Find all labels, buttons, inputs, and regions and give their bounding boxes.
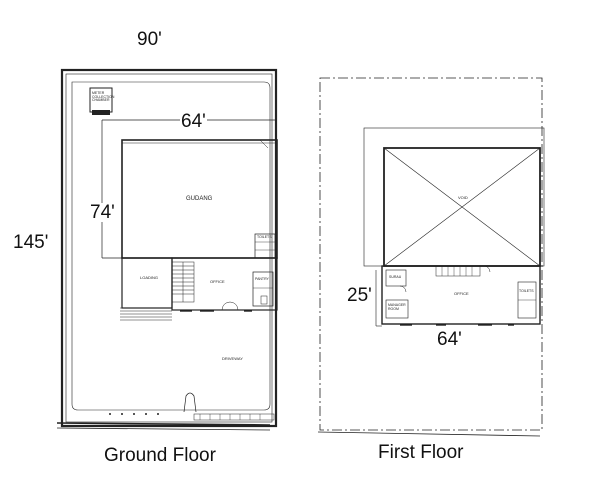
meter-chamber [89,87,113,115]
room-label-gudang: GUDANG [186,196,213,202]
plot-width-dimension: 90' [136,29,163,50]
room-label-loading: LOADING [140,275,159,280]
first-floor-void [383,147,541,267]
room-label-pantry: PANTRY [255,277,269,281]
room-label-toilet-first: TOILETS [519,289,534,293]
ground-office [171,257,278,311]
loading-bay [120,257,173,321]
room-label-driveway: DRIVEWAY [222,356,243,361]
room-label-office-ground: OFFICE [210,279,225,284]
building-width-dimension: 64' [180,111,207,132]
room-label-void: VOID [458,195,468,200]
room-label-toilet-ground: TOILETS [257,235,272,239]
room-label-office-first: OFFICE [454,291,469,296]
room-label-meter: METER COLLECTION CHAMBER [92,91,115,103]
office-width-dimension: 64' [436,329,463,350]
first-floor-office-block [381,265,541,325]
room-label-surau: SURAU [389,275,402,279]
ground-floor-caption: Ground Floor [104,445,216,466]
ground-floor-plot-boundary [56,68,278,431]
first-floor-plot-boundary [317,77,543,437]
building-depth-dimension: 74' [89,202,116,223]
plot-depth-dimension: 145' [12,232,50,253]
room-label-manager: MANAGER ROOM [388,303,406,311]
first-floor-caption: First Floor [378,442,464,463]
office-depth-dimension: 25' [346,285,373,306]
